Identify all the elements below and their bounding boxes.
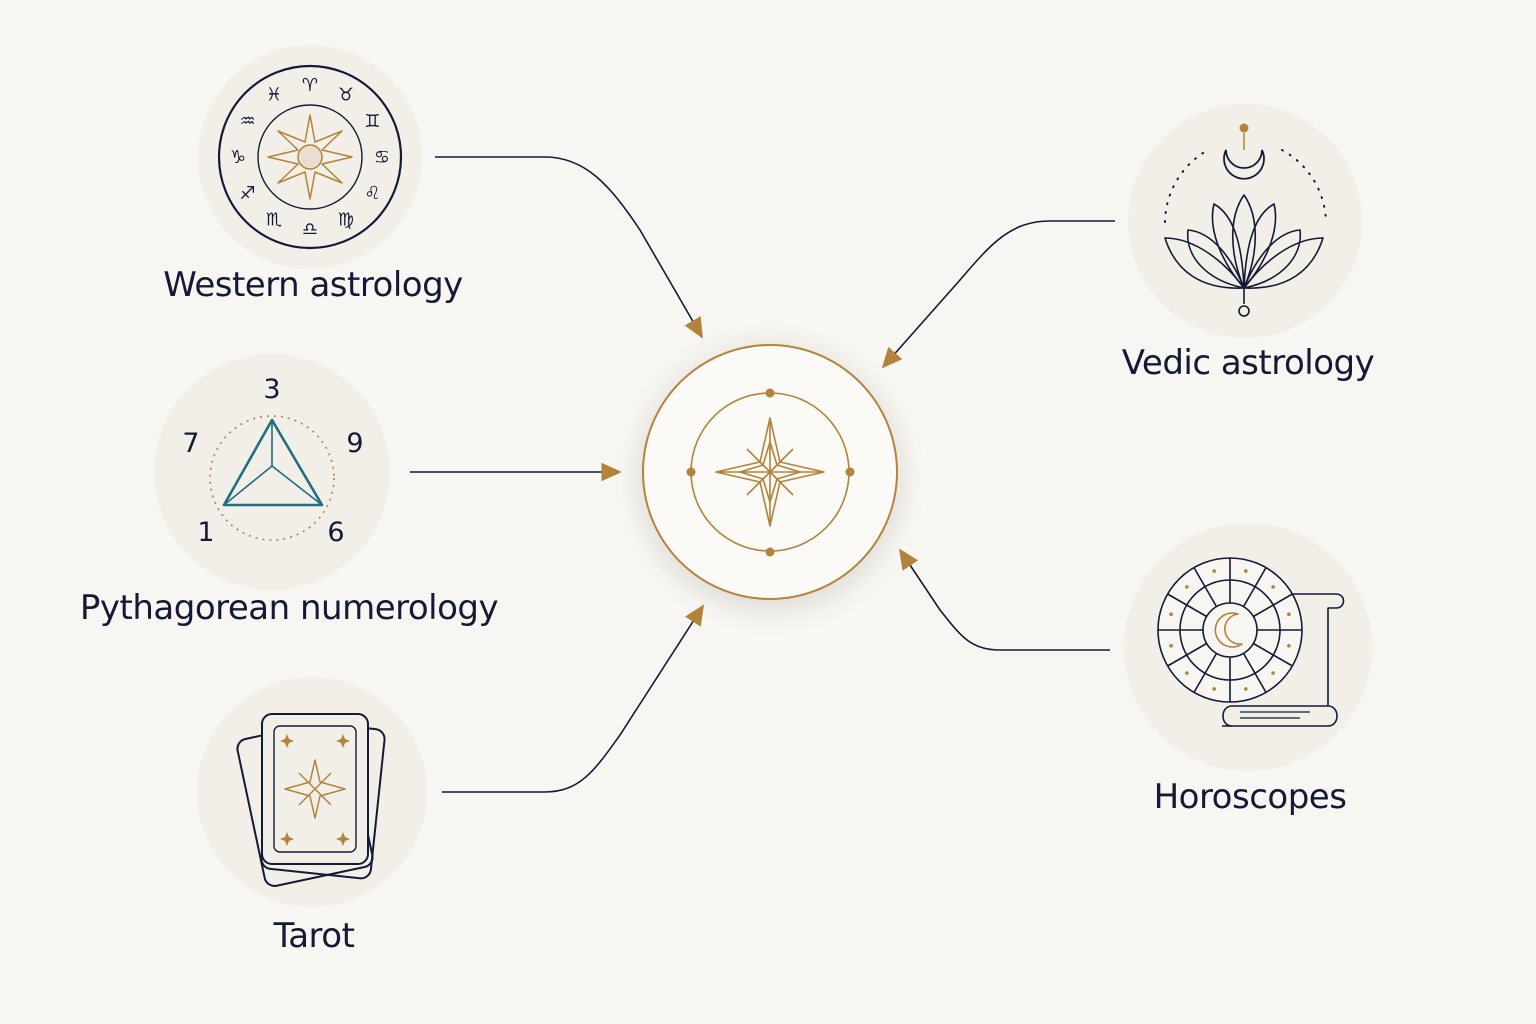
horoscope-spoke — [1253, 593, 1293, 618]
label-vedic-astrology: Vedic astrology — [1121, 343, 1375, 383]
numerology-number: 1 — [197, 517, 214, 548]
numerology-triangle-icon: 3 9 6 1 7 — [182, 374, 363, 548]
horoscope-spoke — [1167, 593, 1207, 618]
zodiac-glyphs: ♈ ♉ ♊ ♋ ♌ ♍ ♎ ♏ ♐ ♑ ♒ ♓ — [230, 75, 390, 240]
numerology-number: 6 — [327, 517, 344, 548]
zodiac-glyph: ♓ — [266, 85, 282, 106]
zodiac-glyph: ♉ — [338, 85, 354, 106]
tarot-cards-icon — [236, 713, 386, 887]
horoscope-dot — [1271, 671, 1275, 675]
zodiac-wheel-icon: ♈ ♉ ♊ ♋ ♌ ♍ ♎ ♏ ♐ ♑ ♒ ♓ — [217, 64, 403, 250]
horoscope-dot — [1185, 585, 1189, 589]
zodiac-glyph: ♈ — [302, 75, 318, 96]
lotus-moon-icon — [1164, 123, 1327, 317]
horoscope-dot — [1244, 569, 1248, 573]
horoscope-dot — [1169, 612, 1173, 616]
connectors — [410, 156, 1115, 793]
zodiac-glyph: ♑ — [230, 147, 246, 168]
zodiac-glyph: ♒ — [240, 111, 256, 132]
connector-vedic — [881, 220, 1115, 369]
label-pythagorean-numerology: Pythagorean numerology — [79, 588, 499, 628]
zodiac-glyph: ♎ — [302, 219, 318, 240]
connector-western — [435, 156, 703, 339]
zodiac-glyph: ♊ — [364, 111, 380, 132]
horoscope-spoke — [1193, 567, 1218, 607]
node-vedic — [1128, 104, 1362, 338]
horoscope-spoke — [1167, 642, 1207, 667]
node-numerology: 3 9 6 1 7 — [154, 354, 390, 590]
node-horoscopes — [1124, 523, 1372, 771]
horoscope-spoke — [1242, 567, 1267, 607]
horoscope-spoke — [1242, 653, 1267, 693]
label-western-astrology: Western astrology — [163, 265, 463, 305]
label-horoscopes: Horoscopes — [1153, 777, 1347, 817]
horoscope-dot — [1287, 612, 1291, 616]
zodiac-glyph: ♋ — [374, 147, 390, 168]
horoscope-scroll-icon — [1157, 557, 1345, 727]
zodiac-glyph: ♏ — [266, 209, 282, 230]
horoscope-dot — [1271, 585, 1275, 589]
horoscope-dot — [1244, 687, 1248, 691]
connector-horoscopes — [898, 548, 1110, 651]
compass-star-icon — [686, 388, 855, 557]
node-western: ♈ ♉ ♊ ♋ ♌ ♍ ♎ ♏ ♐ ♑ ♒ ♓ — [198, 45, 422, 269]
horoscope-spoke — [1193, 653, 1218, 693]
zodiac-glyph: ♐ — [240, 183, 256, 204]
horoscope-dot — [1185, 671, 1189, 675]
horoscope-dot — [1212, 569, 1216, 573]
horoscope-spoke — [1253, 642, 1293, 667]
numerology-number: 7 — [182, 428, 199, 459]
connector-tarot — [442, 604, 705, 793]
numerology-number: 3 — [263, 374, 280, 405]
center-node — [620, 322, 920, 622]
node-tarot — [197, 677, 427, 907]
zodiac-glyph: ♍ — [338, 209, 354, 230]
numerology-number: 9 — [346, 428, 363, 459]
label-tarot: Tarot — [273, 916, 355, 956]
horoscope-dot — [1212, 687, 1216, 691]
horoscope-dot — [1169, 644, 1173, 648]
horoscope-dot — [1287, 644, 1291, 648]
zodiac-glyph: ♌ — [364, 183, 380, 204]
